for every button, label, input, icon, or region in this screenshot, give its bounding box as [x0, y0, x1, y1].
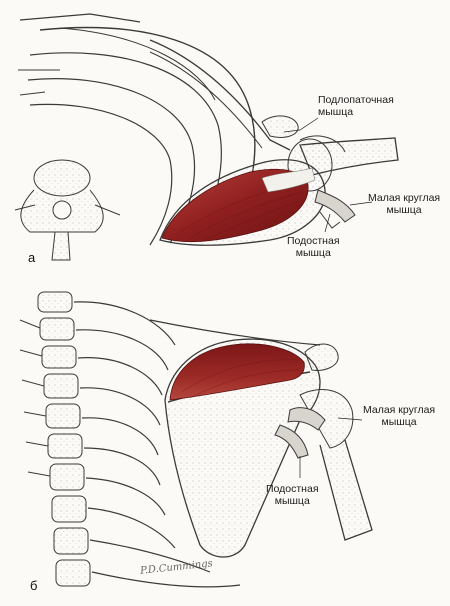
label-teres-minor-b: Малая круглая мышца [363, 404, 436, 428]
panel-letter-b: б [30, 578, 38, 593]
label-infraspinatus-b: Подостная мышца [266, 483, 319, 507]
label-subscapularis: Подлопаточная мышца [318, 94, 394, 118]
label-teres-minor-a: Малая круглая мышца [368, 192, 441, 216]
label-infraspinatus-a: Подостная мышца [287, 235, 340, 259]
panel-b-drawing [19, 291, 373, 588]
supraspinatus-muscle [169, 343, 305, 401]
panel-letter-a: а [28, 250, 36, 265]
